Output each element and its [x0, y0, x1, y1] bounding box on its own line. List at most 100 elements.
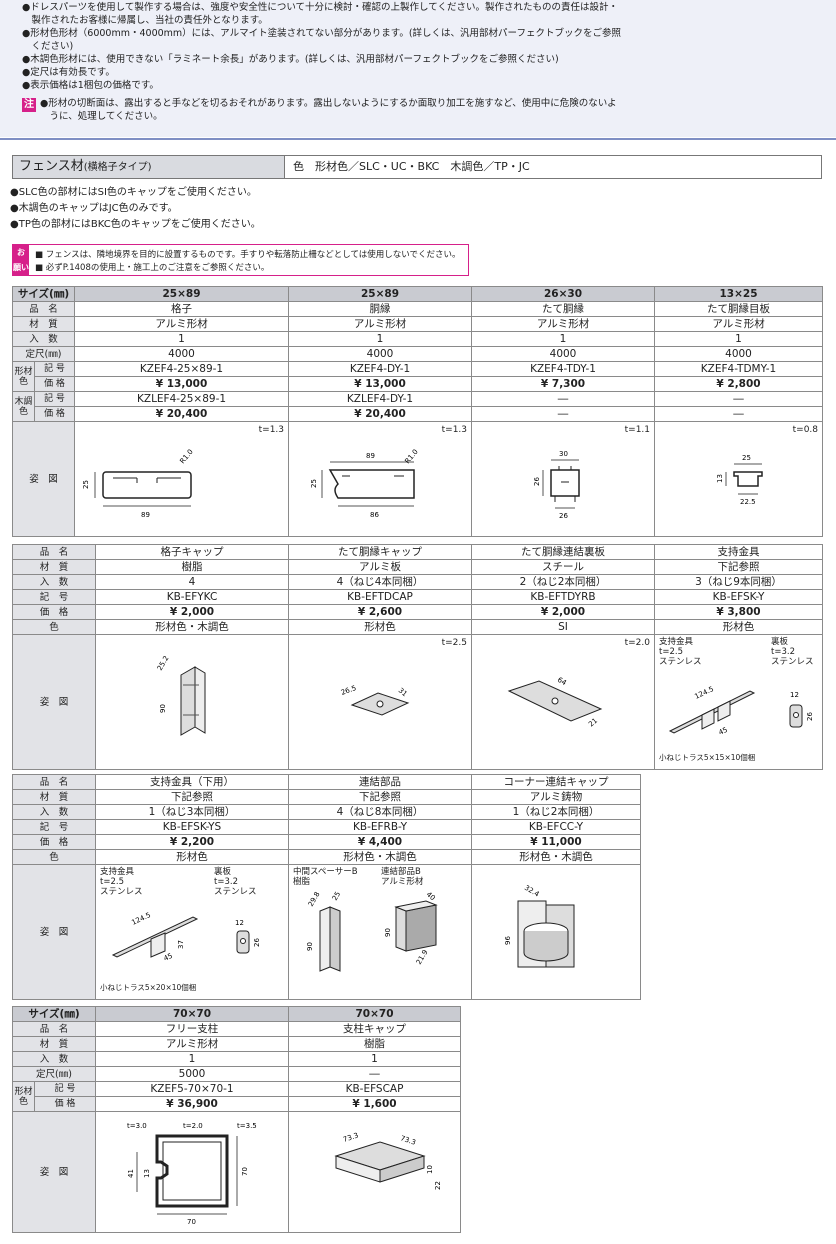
svg-text:73.3: 73.3: [342, 1131, 359, 1143]
svg-text:12: 12: [235, 919, 244, 927]
figure-cover-strip: t=0.8 25 13 22.5: [654, 421, 824, 537]
svg-text:37: 37: [177, 940, 185, 949]
svg-text:89: 89: [141, 511, 150, 519]
svg-text:40: 40: [425, 890, 437, 902]
back-plate-drawing: 64 21: [507, 676, 603, 729]
svg-text:22.5: 22.5: [740, 498, 756, 506]
corner-cap-drawing: 32.4 96: [504, 884, 575, 968]
figure-post-cap: 73.3 73.3 10 22: [288, 1111, 462, 1233]
svg-text:45: 45: [717, 726, 728, 737]
request-line: ■ フェンスは、隣地境界を目的に設置するものです。手すりや転落防止柵などとしては…: [35, 250, 461, 260]
figure-lattice-cap: 25.2 90: [95, 634, 289, 770]
request-box: お願い ■ フェンスは、隣地境界を目的に設置するものです。手すりや転落防止柵など…: [12, 244, 469, 276]
request-line: ■ 必ずP.1408の使用上・施工上のご注意をご参照ください。: [35, 263, 270, 273]
svg-text:13: 13: [716, 474, 724, 483]
svg-text:64: 64: [556, 676, 568, 688]
figure-vertical-cap: t=2.5 26.5 31: [288, 634, 472, 770]
vertical-cap-drawing: 26.5 31: [340, 684, 410, 716]
joint-part-drawing: 29.8 25 90 40 90 21.9: [306, 890, 438, 972]
section-colors: 色 形材色／SLC・UC・BKC 木調色／TP・JC: [293, 160, 530, 173]
caution-line: うに、処理してください。: [40, 111, 163, 122]
vertical-rail-drawing: 30 26 26: [533, 450, 580, 520]
svg-text:96: 96: [504, 936, 512, 945]
request-label: お願い: [13, 245, 29, 275]
svg-text:25: 25: [310, 479, 318, 488]
note-line: ●形材色形材（6000mm・4000mm）には、アルマイト塗装されてない部分があ…: [22, 28, 621, 39]
rail-section-drawing: 89 86 25 R1.0: [310, 448, 420, 519]
caution-line: ●形材の切断面は、露出すると手などを切るおそれがあります。露出しないようにするか…: [40, 98, 617, 109]
note-line: ●ドレスパーツを使用して製作する場合は、強度や安全性について十分に検討・確認の上…: [22, 2, 618, 13]
svg-text:t=3.0: t=3.0: [127, 1122, 147, 1130]
svg-text:31: 31: [397, 686, 409, 698]
svg-text:26: 26: [533, 477, 541, 486]
svg-text:t=2.0: t=2.0: [183, 1122, 203, 1130]
svg-text:29.8: 29.8: [307, 890, 322, 908]
lattice-cap-drawing: 25.2 90: [156, 654, 206, 736]
svg-text:90: 90: [159, 704, 167, 713]
svg-text:25: 25: [331, 890, 342, 902]
bracket-screw-note: 小ねじトラス5×15×10個梱: [659, 753, 756, 762]
svg-text:90: 90: [306, 942, 314, 951]
svg-text:90: 90: [384, 928, 392, 937]
figure-vertical-rail: t=1.1 30 26 26: [471, 421, 656, 537]
svg-text:25.2: 25.2: [156, 654, 171, 672]
post-cap-drawing: 73.3 73.3 10 22: [333, 1131, 442, 1190]
bullet-note: ●木調色のキャップはJC色のみです。: [10, 203, 178, 214]
parts-table-2: 品 名支持金具（下用）連結部品コーナー連結キャップ 材 質下記参照下記参照アルミ…: [12, 774, 641, 1000]
svg-text:70: 70: [187, 1218, 196, 1226]
figure-back-plate: t=2.0 64 21: [471, 634, 655, 770]
note-line: ●表示価格は1梱包の価格です。: [22, 80, 159, 91]
free-post-drawing: t=3.0 t=2.0 t=3.5 41 13 70 70: [127, 1122, 257, 1226]
figure-lattice: t=1.3 89 25 R1.0: [74, 421, 290, 537]
svg-text:22: 22: [434, 1181, 442, 1190]
section-divider: [0, 138, 836, 140]
bullet-note: ●SLC色の部材にはSI色のキャップをご使用ください。: [10, 187, 257, 198]
svg-text:21: 21: [587, 717, 599, 729]
svg-text:89: 89: [366, 452, 375, 460]
svg-text:32.4: 32.4: [523, 884, 541, 899]
svg-text:70: 70: [241, 1167, 249, 1176]
bullet-note: ●TP色の部材にはBKC色のキャップをご使用ください。: [10, 219, 261, 230]
svg-text:45: 45: [162, 952, 173, 963]
section-title: フェンス材(横格子タイプ): [13, 156, 285, 178]
svg-text:30: 30: [559, 450, 568, 458]
svg-text:124.5: 124.5: [130, 911, 152, 927]
svg-text:26: 26: [559, 512, 568, 520]
svg-text:13: 13: [143, 1169, 151, 1178]
note-line: 製作されたお客様に帰属し、当社の責任外となります。: [22, 15, 268, 26]
svg-text:t=3.5: t=3.5: [237, 1122, 257, 1130]
lattice-section-drawing: 89 25 R1.0: [82, 448, 195, 519]
lower-bracket-screw-note: 小ねじトラス5×20×10個梱: [100, 983, 197, 992]
parts-table-1: 品 名格子キャップたて胴縁キャップたて胴縁連結裏板支持金具 材 質樹脂アルミ板ス…: [12, 544, 823, 770]
svg-text:12: 12: [790, 691, 799, 699]
figure-free-post: t=3.0 t=2.0 t=3.5 41 13 70 70: [95, 1111, 290, 1233]
lower-bracket-drawing: 124.5 45 37 12 26: [111, 911, 261, 963]
cover-strip-drawing: 25 13 22.5: [716, 454, 763, 506]
svg-text:26: 26: [253, 938, 261, 947]
svg-text:25: 25: [82, 480, 90, 489]
svg-text:21.9: 21.9: [415, 948, 430, 966]
svg-text:25: 25: [742, 454, 751, 462]
svg-text:41: 41: [127, 1169, 135, 1178]
svg-text:26.5: 26.5: [340, 684, 357, 697]
figure-corner-cap: 32.4 96: [471, 864, 641, 1000]
svg-text:124.5: 124.5: [693, 685, 715, 701]
figure-rail: t=1.3 89 86 25 R1.0: [288, 421, 473, 537]
note-line: ●定尺は有効長です。: [22, 67, 115, 78]
note-line: ください): [22, 41, 74, 52]
note-line: ●木調色形材には、使用できない「ラミネート余長」があります。(詳しくは、汎用部材…: [22, 54, 559, 65]
caution-mark: 注: [22, 98, 36, 112]
svg-text:R1.0: R1.0: [178, 448, 194, 465]
svg-text:73.3: 73.3: [399, 1134, 416, 1146]
svg-text:R1.0: R1.0: [403, 448, 419, 465]
